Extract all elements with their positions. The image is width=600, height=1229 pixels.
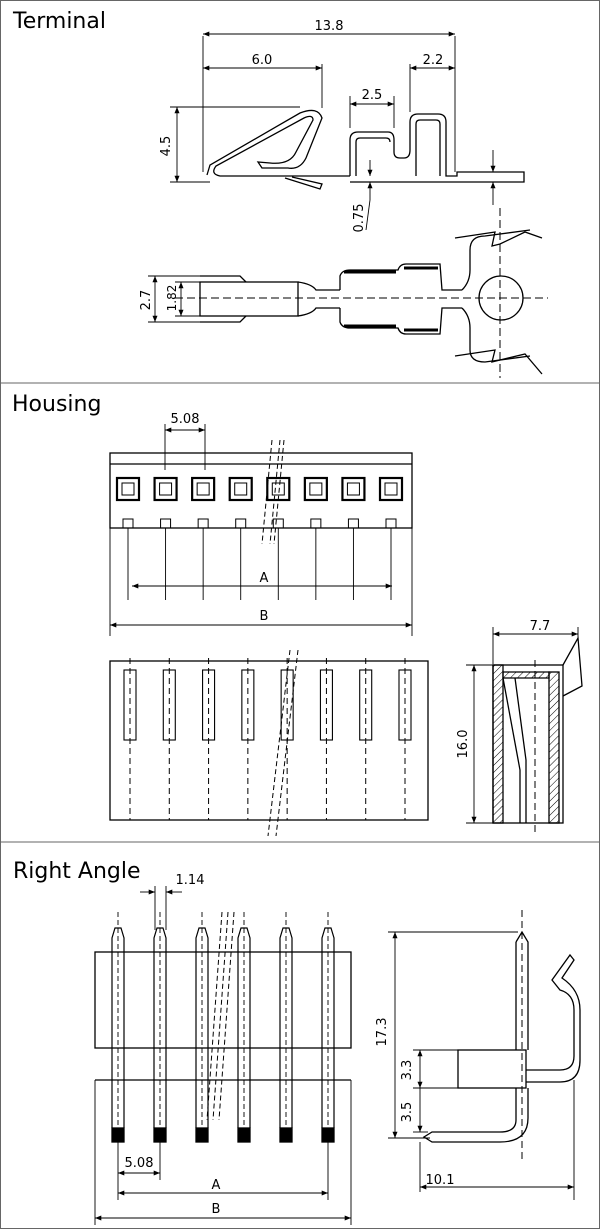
dim-spring-length: 6.0 [252, 53, 273, 68]
dim-total-height: 17.3 [375, 1018, 390, 1047]
housing-cross-section [492, 635, 583, 824]
header-pin [321, 912, 335, 1143]
housing-contact-slot [202, 658, 216, 820]
dim-housing-depth: 7.7 [530, 619, 551, 634]
dim-wire-crimp: 2.5 [362, 88, 383, 103]
header-pin [279, 912, 293, 1143]
housing-contact-slot [398, 658, 412, 820]
terminal-side-view [206, 109, 525, 190]
dim-housing-span-b: B [260, 609, 269, 624]
dim-header-depth: 10.1 [426, 1173, 455, 1188]
housing-contact-slot [162, 658, 176, 820]
terminal-dimensions [148, 31, 496, 323]
right-angle-side-view [422, 930, 581, 1143]
dim-header-span-a: A [212, 1178, 221, 1193]
right-angle-front-view [94, 912, 352, 1143]
housing-contact-slot [241, 658, 255, 820]
housing-contact-slot [359, 658, 373, 820]
housing-cavity [153, 476, 178, 600]
housing-cavity [378, 476, 404, 600]
terminal-section: Terminal [12, 9, 548, 378]
housing-cavity [115, 476, 141, 600]
dim-housing-height: 16.0 [456, 730, 471, 759]
housing-contact-slot [123, 658, 137, 820]
dim-header-pitch: 5.08 [125, 1156, 154, 1171]
housing-cavity [191, 476, 216, 600]
dim-insulation-crimp: 2.2 [423, 53, 444, 68]
dim-housing-pitch: 5.08 [171, 412, 200, 427]
right-angle-title: Right Angle [13, 859, 141, 884]
dim-header-span-b: B [212, 1202, 221, 1217]
housing-cavity [303, 476, 328, 600]
header-pin [237, 912, 251, 1143]
dim-overall-length: 13.8 [315, 19, 344, 34]
housing-cavity [228, 476, 253, 600]
dim-inner-width: 1.82 [165, 285, 179, 312]
header-pin [195, 912, 209, 1143]
dim-terminal-width: 2.7 [139, 290, 154, 311]
right-angle-dimensions [94, 886, 575, 1225]
terminal-title: Terminal [12, 9, 106, 34]
dim-pin-width: 1.14 [176, 873, 205, 888]
dim-thickness: 0.75 [352, 204, 367, 233]
dim-body-height: 3.3 [400, 1060, 415, 1081]
housing-contact-slot [319, 658, 333, 820]
housing-bottom-view [109, 658, 429, 821]
header-pin [153, 912, 167, 1143]
right-angle-section: Right Angle [13, 859, 581, 1225]
housing-section: Housing [12, 392, 583, 837]
housing-front-view [109, 452, 413, 600]
terminal-top-view [199, 229, 543, 375]
dim-housing-span-a: A [260, 571, 269, 586]
housing-dimensions [110, 424, 579, 824]
dim-terminal-height: 4.5 [159, 136, 174, 157]
housing-title: Housing [12, 392, 101, 417]
dim-tail-length: 3.5 [400, 1102, 415, 1123]
header-pin [111, 912, 125, 1143]
housing-cavity [341, 476, 366, 600]
